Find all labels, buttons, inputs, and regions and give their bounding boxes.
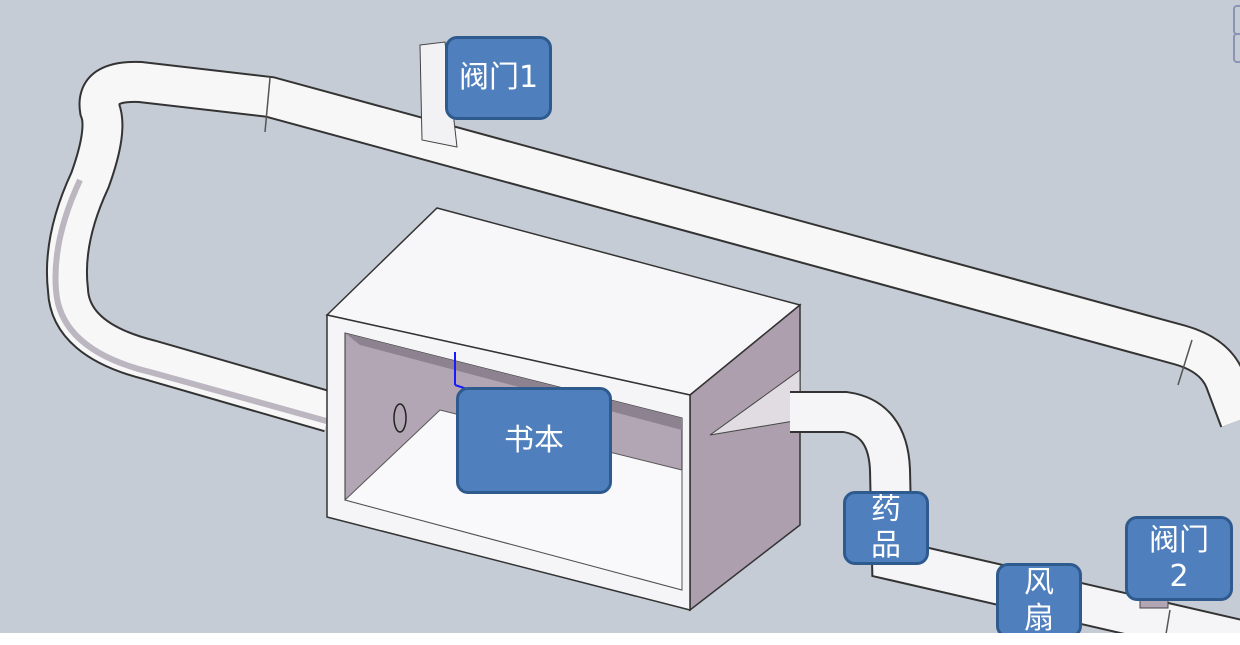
label-valve2: 阀门2 [1125,516,1233,601]
label-valve1: 阀门1 [445,36,552,120]
bottom-strip [0,633,1240,645]
label-fan: 风扇 [996,563,1082,638]
upper-pipe [45,60,1240,433]
label-book: 书本 [456,387,612,494]
hole [393,403,407,433]
view-toolbar-button[interactable] [1233,33,1240,63]
view-toolbar-button[interactable] [1233,5,1240,35]
label-medicine: 药品 [843,491,929,565]
